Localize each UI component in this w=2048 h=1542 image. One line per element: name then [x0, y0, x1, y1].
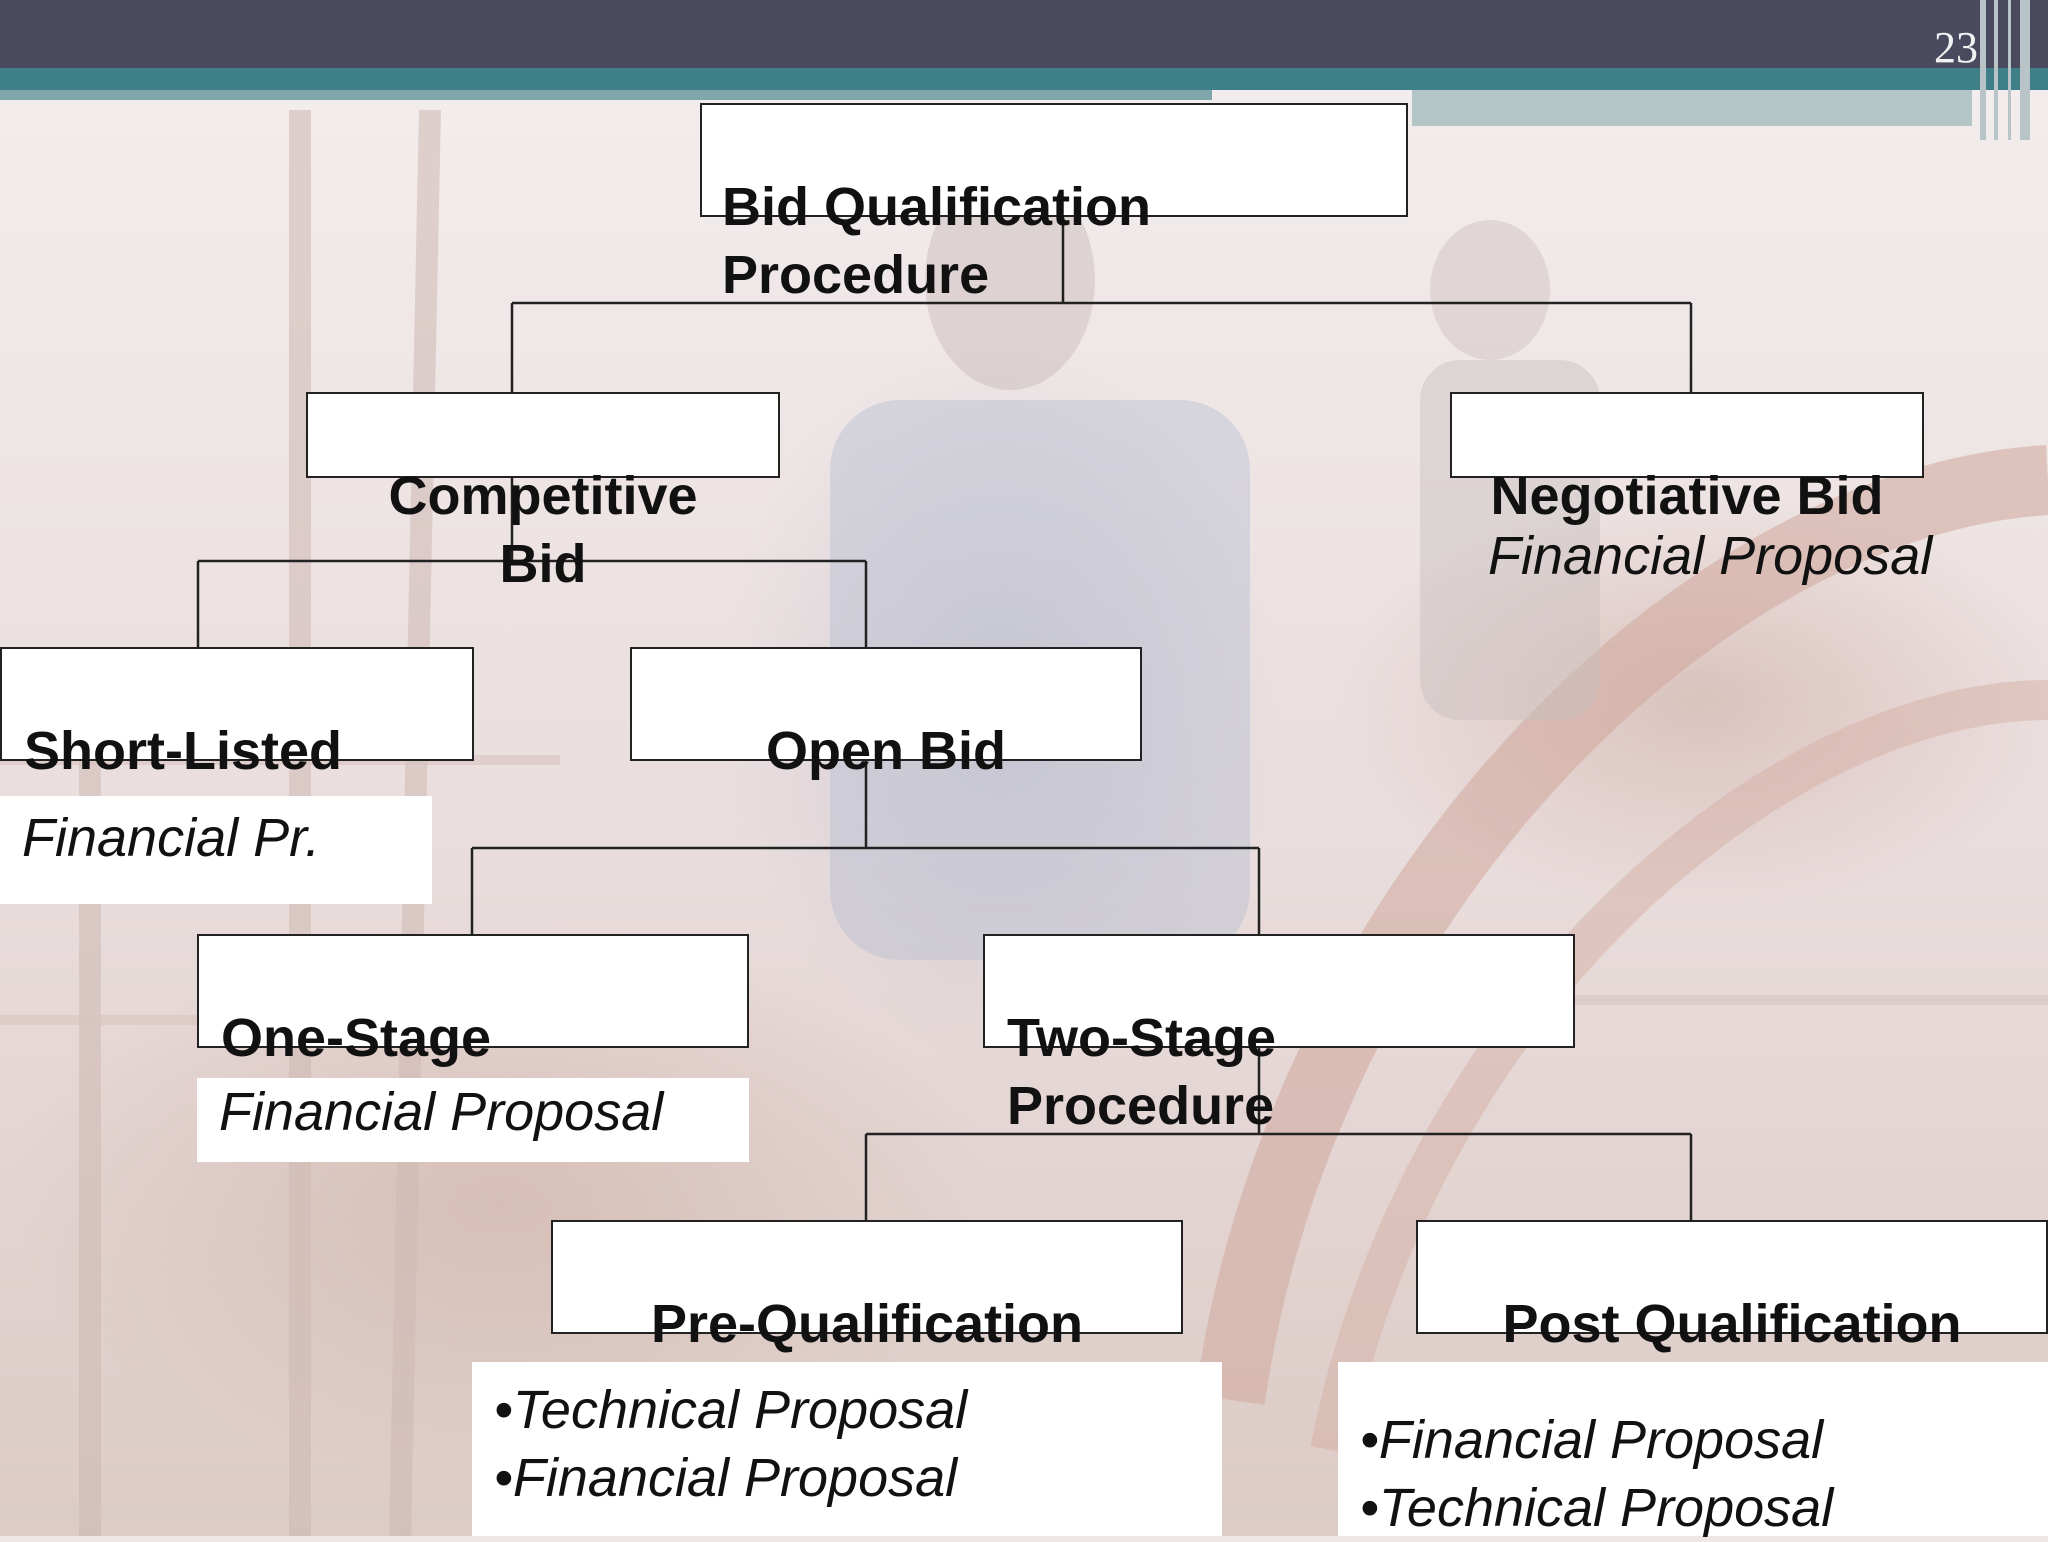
header-stripe [1994, 0, 1998, 140]
note-text: •Financial Proposal [1360, 1410, 1824, 1470]
note-short-listed-financial: Financial Pr. [0, 796, 432, 904]
connector-two-stage [864, 1047, 1693, 1220]
node-open-bid: Open Bid [630, 647, 1142, 781]
node-two-stage-procedure: Two-Stage Procedure [983, 934, 1575, 1136]
connector-open [470, 761, 1261, 934]
node-label: Open Bid [766, 721, 1006, 781]
note-text: •Technical Proposal [494, 1380, 968, 1440]
node-negotiative-bid: Negotiative Bid [1450, 392, 1924, 526]
node-competitive-bid: Competitive Bid [306, 392, 780, 594]
node-bid-qualification-procedure: Bid Qualification Procedure [700, 103, 1408, 305]
note-text: Financial Proposal [1488, 526, 1933, 586]
note-negotiative-financial: Financial Proposal [1488, 522, 2008, 594]
note-pre-qualification: •Technical Proposal •Financial Proposal [472, 1362, 1222, 1536]
header-stripe [2020, 0, 2030, 140]
slide-number: 23 [1934, 23, 1978, 72]
note-text: Financial Pr. [22, 808, 321, 868]
note-one-stage-financial: Financial Proposal [197, 1078, 749, 1162]
header-accent-bar [0, 68, 2048, 90]
node-post-qualification: Post Qualification [1416, 1220, 2048, 1354]
node-label: Competitive Bid [388, 466, 698, 594]
connector-root [510, 217, 1693, 392]
node-pre-qualification: Pre-Qualification [551, 1220, 1183, 1354]
node-label: Bid Qualification Procedure [722, 177, 1152, 305]
node-label: Pre-Qualification [650, 1294, 1084, 1354]
note-text: •Financial Proposal [494, 1448, 958, 1508]
header-accent-bar-fade [1412, 90, 1972, 126]
node-label: Negotiative Bid [1490, 466, 1884, 526]
connector-competitive [196, 478, 868, 647]
node-short-listed-bid: Short-Listed Bid [0, 647, 474, 849]
note-text: Financial Proposal [219, 1082, 664, 1142]
node-one-stage-procedure: One-Stage Procedure [197, 934, 749, 1136]
header-stripe [1980, 0, 1986, 140]
note-text: •Technical Proposal [1360, 1478, 1834, 1538]
note-post-qualification: •Financial Proposal •Technical Proposal [1338, 1362, 2048, 1538]
node-label: Post Qualification [1502, 1294, 1962, 1354]
header-accent-bar-light [0, 90, 1212, 100]
node-label: Two-Stage Procedure [1007, 1008, 1276, 1136]
header-stripe [2008, 0, 2011, 140]
header-bar [0, 0, 2048, 68]
